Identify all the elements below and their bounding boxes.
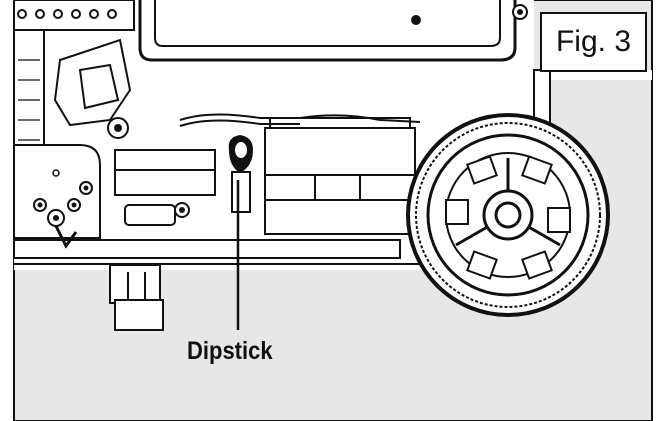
oil-drain-connector (109, 264, 161, 304)
crankcase (114, 149, 216, 196)
fuel-tank (138, 0, 517, 62)
control-panel (13, 144, 101, 239)
dipstick-part (228, 134, 254, 213)
battery-box (264, 127, 416, 235)
figure-label: Fig. 3 (540, 12, 647, 72)
base-rail (13, 239, 401, 259)
tank-bolt (411, 15, 421, 25)
dipstick-label: Dipstick (187, 337, 273, 365)
engine-block (53, 38, 132, 127)
wheel (406, 113, 610, 317)
